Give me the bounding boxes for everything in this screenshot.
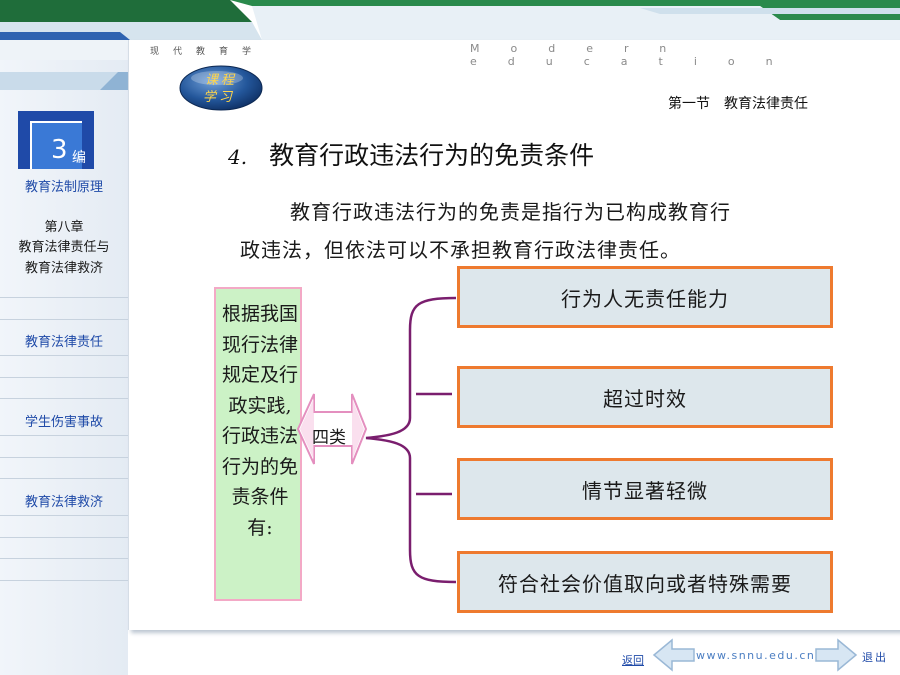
- sidebar-divider: [0, 398, 128, 399]
- header-subtitle-en: Modern education: [470, 42, 804, 68]
- double-arrow-shape: [296, 393, 368, 465]
- sidebar-divider: [0, 355, 128, 356]
- heading-number: 4.: [228, 145, 248, 169]
- page-title: 4. 教育行政违法行为的免责条件: [228, 136, 594, 172]
- sidebar-item-education-legal-liability[interactable]: 教育法律责任: [24, 335, 103, 350]
- part-number: 3: [51, 135, 68, 165]
- back-link[interactable]: 返回: [622, 654, 644, 667]
- heading-text: 教育行政违法行为的免责条件: [269, 141, 595, 170]
- condition-social-value: 符合社会价值取向或者特殊需要: [457, 551, 833, 613]
- sidebar-divider: [0, 515, 128, 516]
- condition-time-limit: 超过时效: [457, 366, 833, 428]
- condition-minor-circumstances: 情节显著轻微: [457, 458, 833, 520]
- sidebar-divider: [0, 537, 128, 538]
- part-number-badge: 3 编: [18, 111, 94, 169]
- website-url: www.snnu.edu.cn: [696, 649, 816, 662]
- sidebar-divider: [0, 319, 128, 320]
- sidebar-divider: [0, 478, 128, 479]
- badge-line2: 学习: [203, 90, 236, 105]
- chapter-label: 第八章: [44, 220, 84, 235]
- chapter-title-line1: 教育法律责任与: [18, 240, 110, 255]
- intro-line-1: 教育行政违法行为的免责是指行为已构成教育行: [290, 200, 731, 224]
- course-study-badge[interactable]: 课程 学习: [179, 65, 263, 111]
- sidebar-item-student-injury-accidents[interactable]: 学生伤害事故: [24, 415, 103, 430]
- chapter-title-line2: 教育法律救济: [24, 261, 103, 276]
- part-suffix: 编: [72, 150, 86, 166]
- sidebar-divider: [0, 435, 128, 436]
- brace-connector: [365, 296, 457, 584]
- intro-line-2: 政违法，但依法可以不承担教育行政法律责任。: [240, 238, 681, 262]
- back-arrow-icon[interactable]: [652, 638, 696, 672]
- sidebar-divider: [0, 457, 128, 458]
- sidebar-divider: [0, 558, 128, 559]
- condition-no-capacity: 行为人无责任能力: [457, 266, 833, 328]
- header-subtitle-cn: 现代教育学: [150, 47, 266, 57]
- forward-arrow-icon[interactable]: [814, 638, 858, 672]
- badge-line1: 课程: [205, 73, 238, 88]
- exit-link[interactable]: 退出: [862, 651, 888, 664]
- sidebar: 3 编 教育法制原理 第八章 教育法律责任与 教育法律救济 教育法律责任 学生伤…: [0, 60, 128, 675]
- sidebar-divider: [0, 377, 128, 378]
- sidebar-divider: [0, 297, 128, 298]
- section-title: 第一节 教育法律责任: [668, 96, 808, 112]
- legal-basis-text: 根据我国现行法律规定及行政实践,行政违法行为的免责条件有:: [221, 303, 298, 539]
- legal-basis-box: 根据我国现行法律规定及行政实践,行政违法行为的免责条件有:: [214, 287, 302, 601]
- badge-ellipse: [179, 65, 263, 111]
- four-categories-label: 四类: [312, 428, 346, 448]
- sidebar-divider: [0, 580, 128, 581]
- sidebar-stripe-decoration: [0, 72, 128, 90]
- sidebar-item-education-legal-remedy[interactable]: 教育法律救济: [24, 495, 103, 510]
- part-title: 教育法制原理: [24, 180, 103, 195]
